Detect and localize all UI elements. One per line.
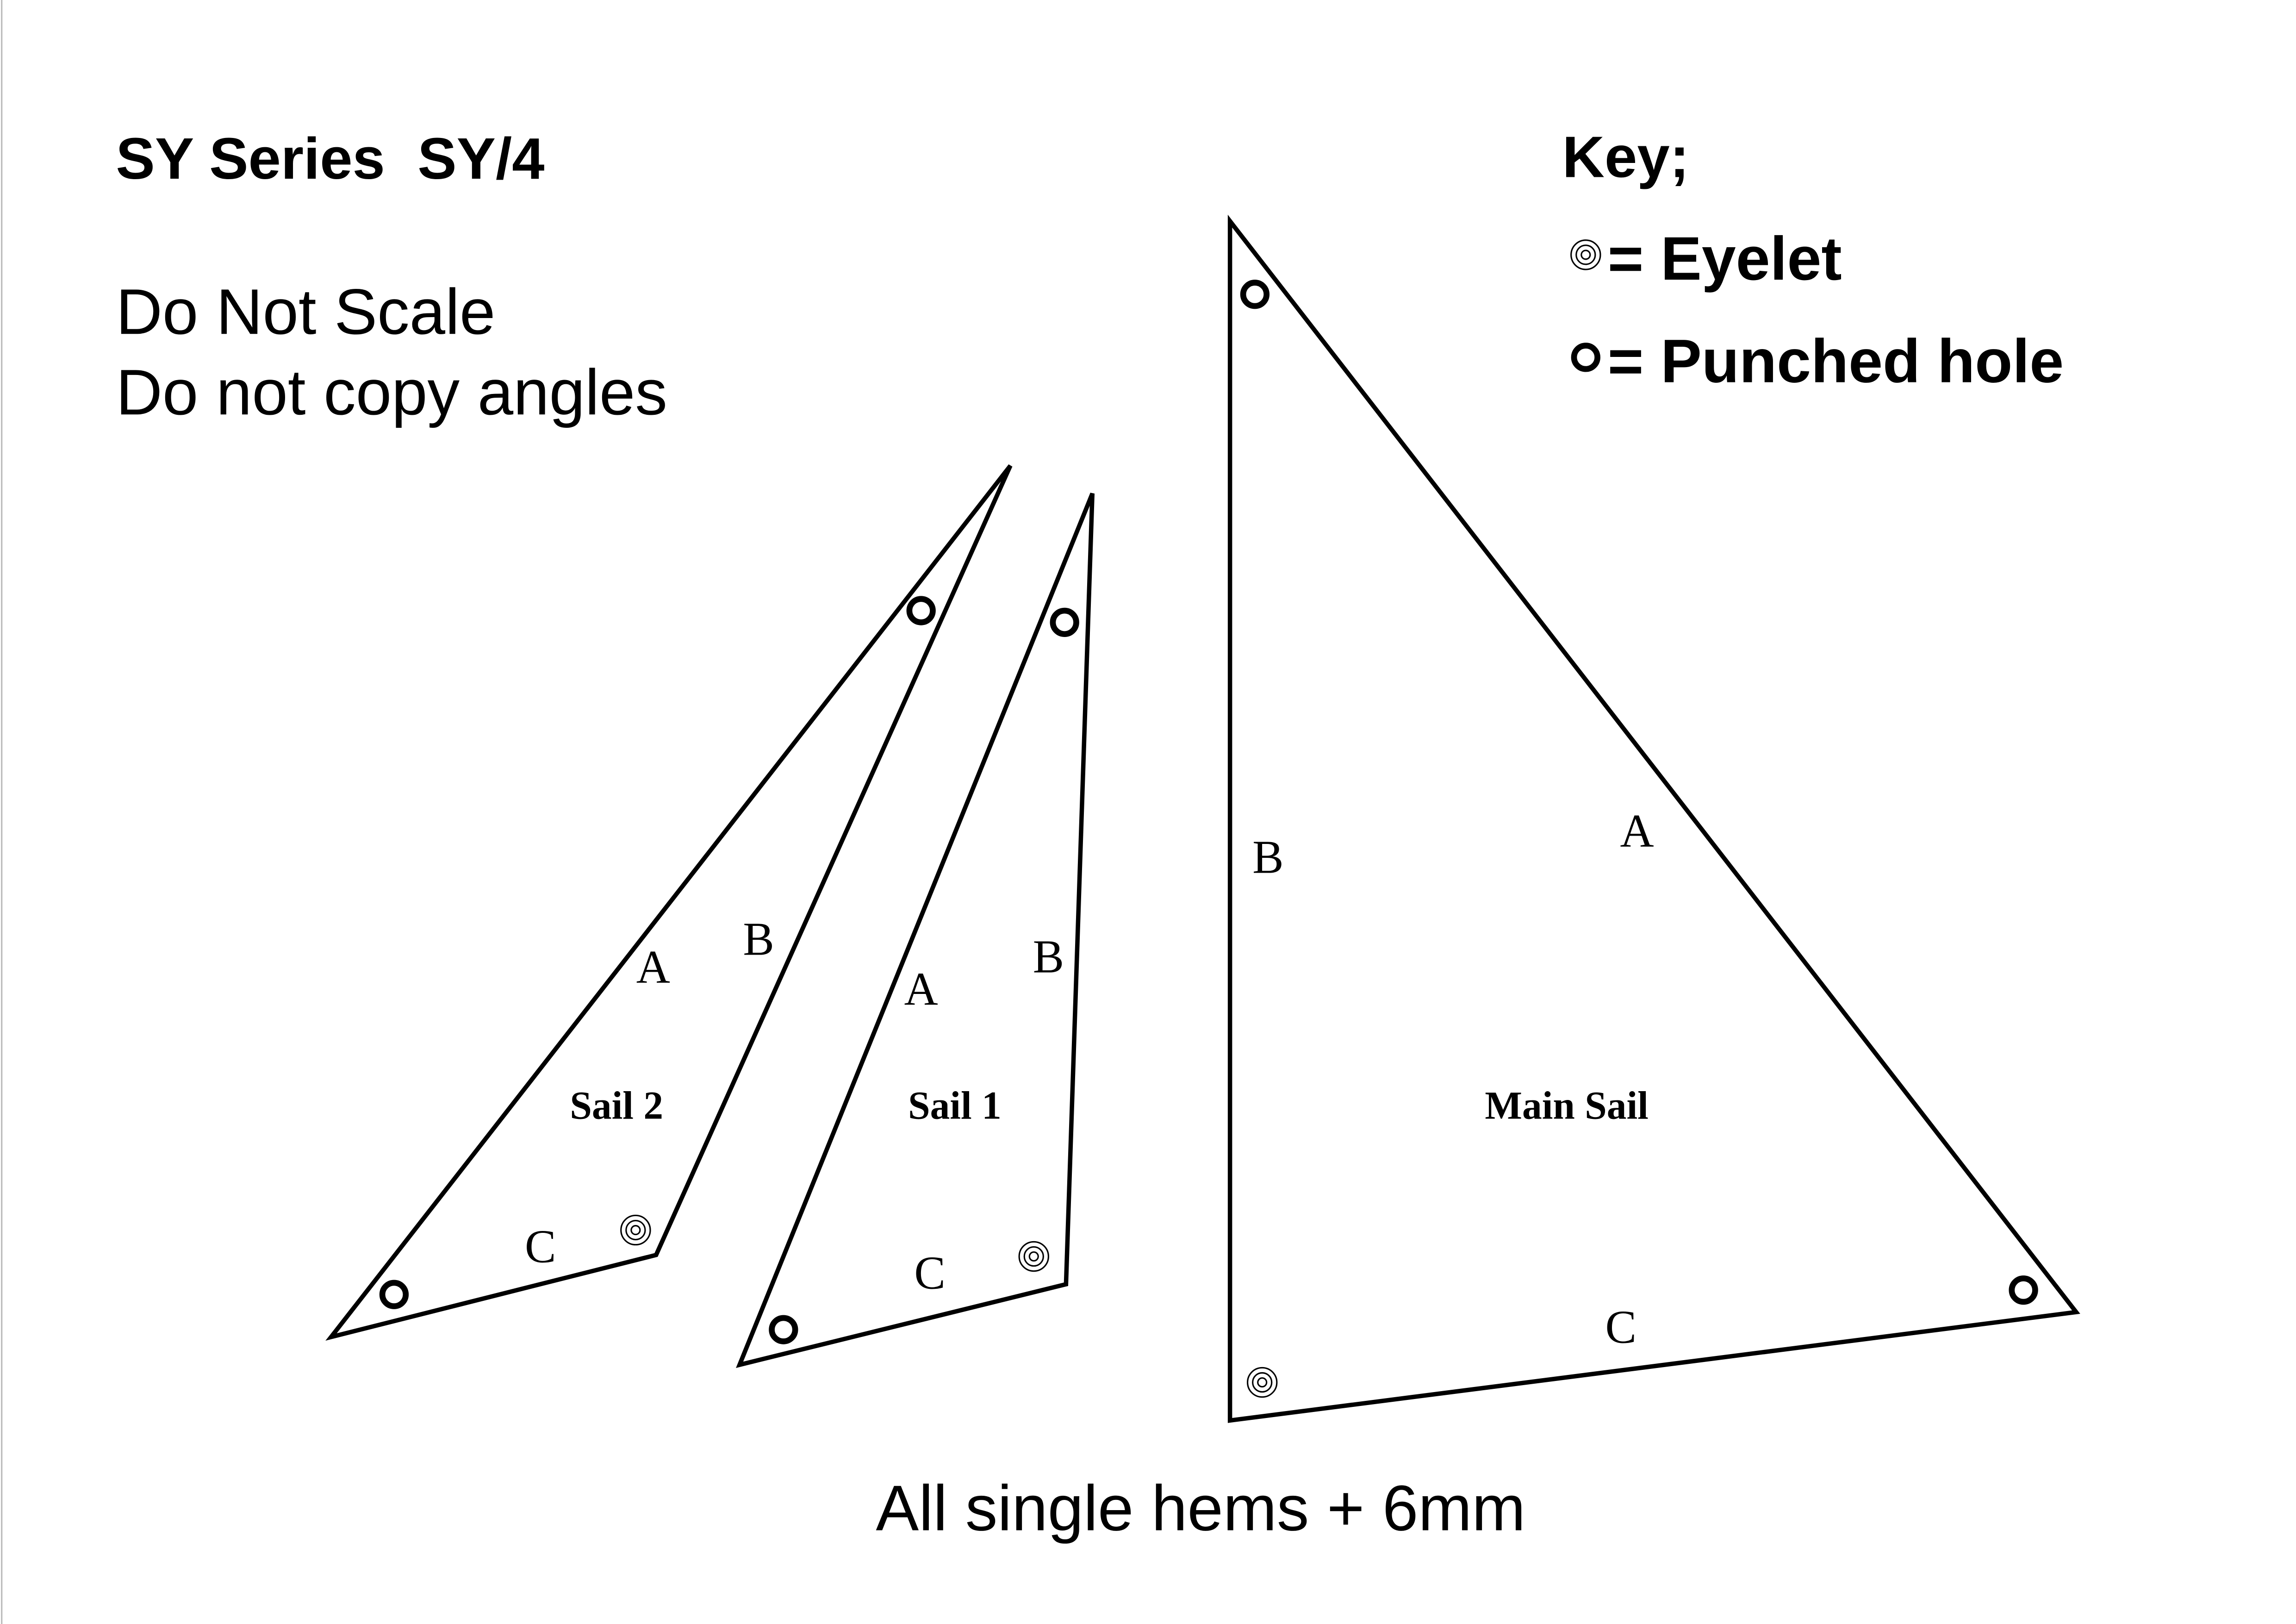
sail-2: A B C Sail 2 bbox=[325, 464, 1013, 1341]
page-title: SY Series SY/4 bbox=[116, 125, 544, 191]
punched-hole-icon bbox=[1243, 282, 1267, 306]
note-do-not-scale: Do Not Scale bbox=[116, 276, 495, 348]
note-do-not-copy-angles: Do not copy angles bbox=[116, 356, 667, 428]
eyelet-icon bbox=[620, 1214, 651, 1246]
key-punched-hole-label: = Punched hole bbox=[1608, 327, 2064, 396]
edge-label-c: C bbox=[525, 1221, 556, 1273]
edge-label-a: A bbox=[904, 963, 938, 1015]
main-sail-outline bbox=[1227, 214, 2080, 1423]
punched-hole-icon bbox=[1053, 611, 1076, 634]
punched-hole-icon bbox=[772, 1318, 796, 1342]
sail-name: Sail 1 bbox=[908, 1084, 1002, 1128]
edge-label-a: A bbox=[636, 941, 670, 993]
key-title: Key; bbox=[1562, 124, 1689, 190]
edge-label-a: A bbox=[1620, 805, 1654, 856]
key-eyelet-label: = Eyelet bbox=[1608, 225, 1842, 293]
eyelet-icon bbox=[1018, 1241, 1049, 1272]
sail-name: Main Sail bbox=[1485, 1084, 1649, 1128]
sail-1: A B C Sail 1 bbox=[736, 493, 1095, 1368]
edge-label-b: B bbox=[743, 913, 774, 965]
edge-label-b: B bbox=[1252, 831, 1284, 883]
edge-label-b: B bbox=[1033, 931, 1064, 982]
edge-label-c: C bbox=[1605, 1301, 1636, 1353]
main-sail: A B C Main Sail bbox=[1227, 214, 2080, 1423]
key-eyelet-icon bbox=[1570, 239, 1601, 270]
sail-2-outline bbox=[325, 464, 1013, 1341]
edge-label-c: C bbox=[914, 1247, 946, 1299]
eyelet-icon bbox=[1247, 1367, 1278, 1398]
punched-hole-icon bbox=[382, 1283, 406, 1306]
hem-note: All single hems + 6mm bbox=[876, 1473, 1525, 1544]
punched-hole-icon bbox=[2012, 1278, 2035, 1302]
sail-1-outline bbox=[736, 493, 1095, 1368]
punched-hole-icon bbox=[909, 599, 933, 623]
sail-name: Sail 2 bbox=[570, 1084, 663, 1128]
key-punched-hole-icon bbox=[1574, 346, 1598, 369]
